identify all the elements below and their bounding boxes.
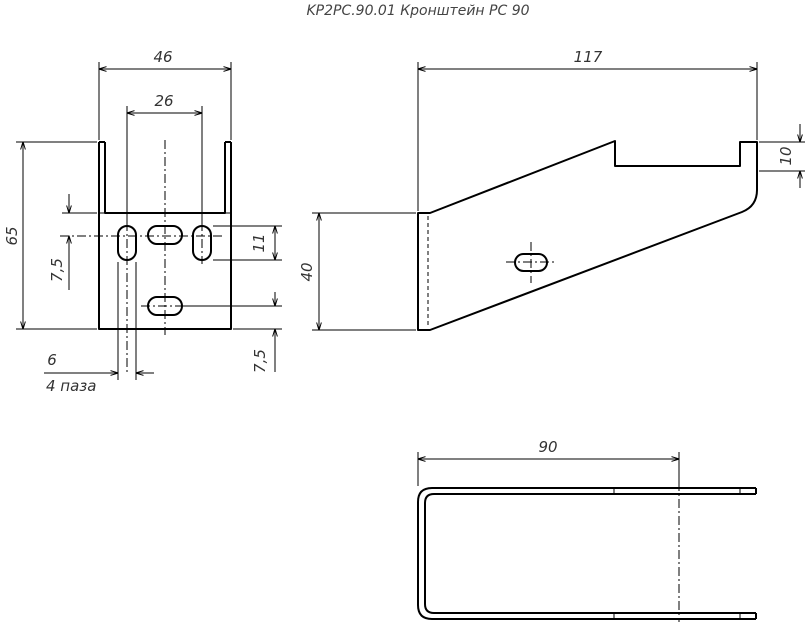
dimension-height-65: 65 (3, 141, 97, 330)
top-view-outer-outline (417, 487, 756, 620)
dimension-slot-spacing-26: 26 (126, 92, 203, 222)
dimension-back-height-40: 40 (298, 212, 416, 331)
front-view-centerlines (60, 140, 222, 372)
slot-count-note: 4 паза (46, 377, 96, 395)
top-view-inner-outline (424, 493, 756, 614)
dimension-width-46: 46 (98, 48, 232, 140)
front-view: 46 26 65 7,5 11 (3, 48, 282, 395)
dimension-label-40: 40 (298, 262, 316, 281)
dimension-label-117: 117 (574, 48, 603, 66)
dimension-lip-height-10: 10 (759, 124, 805, 188)
dimension-length-90: 90 (417, 438, 680, 486)
dimension-label-11: 11 (250, 233, 268, 252)
dimension-label-10: 10 (777, 146, 795, 165)
dimension-label-46: 46 (153, 48, 172, 66)
dimension-label-7-5-left: 7,5 (48, 258, 66, 282)
top-view: 90 (417, 438, 757, 622)
side-view-slot (506, 242, 556, 283)
dimension-slot-offset-7-5: 7,5 (48, 194, 97, 290)
side-view-outline (417, 140, 758, 331)
dimension-slot-bottom-7-5: 7,5 (184, 292, 282, 373)
side-view: 117 10 40 (298, 48, 805, 331)
dimension-label-6: 6 (47, 351, 57, 369)
dimension-label-26: 26 (154, 92, 173, 110)
dimension-slot-length-11: 11 (213, 225, 282, 261)
dimension-label-90: 90 (538, 438, 557, 456)
dimension-slot-width-6: 6 4 паза (44, 262, 154, 395)
dimension-label-65: 65 (3, 226, 21, 245)
drawing-title: KP2PC.90.01 Кронштейн РС 90 (306, 3, 529, 19)
dimension-label-7-5-right: 7,5 (251, 349, 269, 373)
dimension-length-117: 117 (417, 48, 758, 211)
